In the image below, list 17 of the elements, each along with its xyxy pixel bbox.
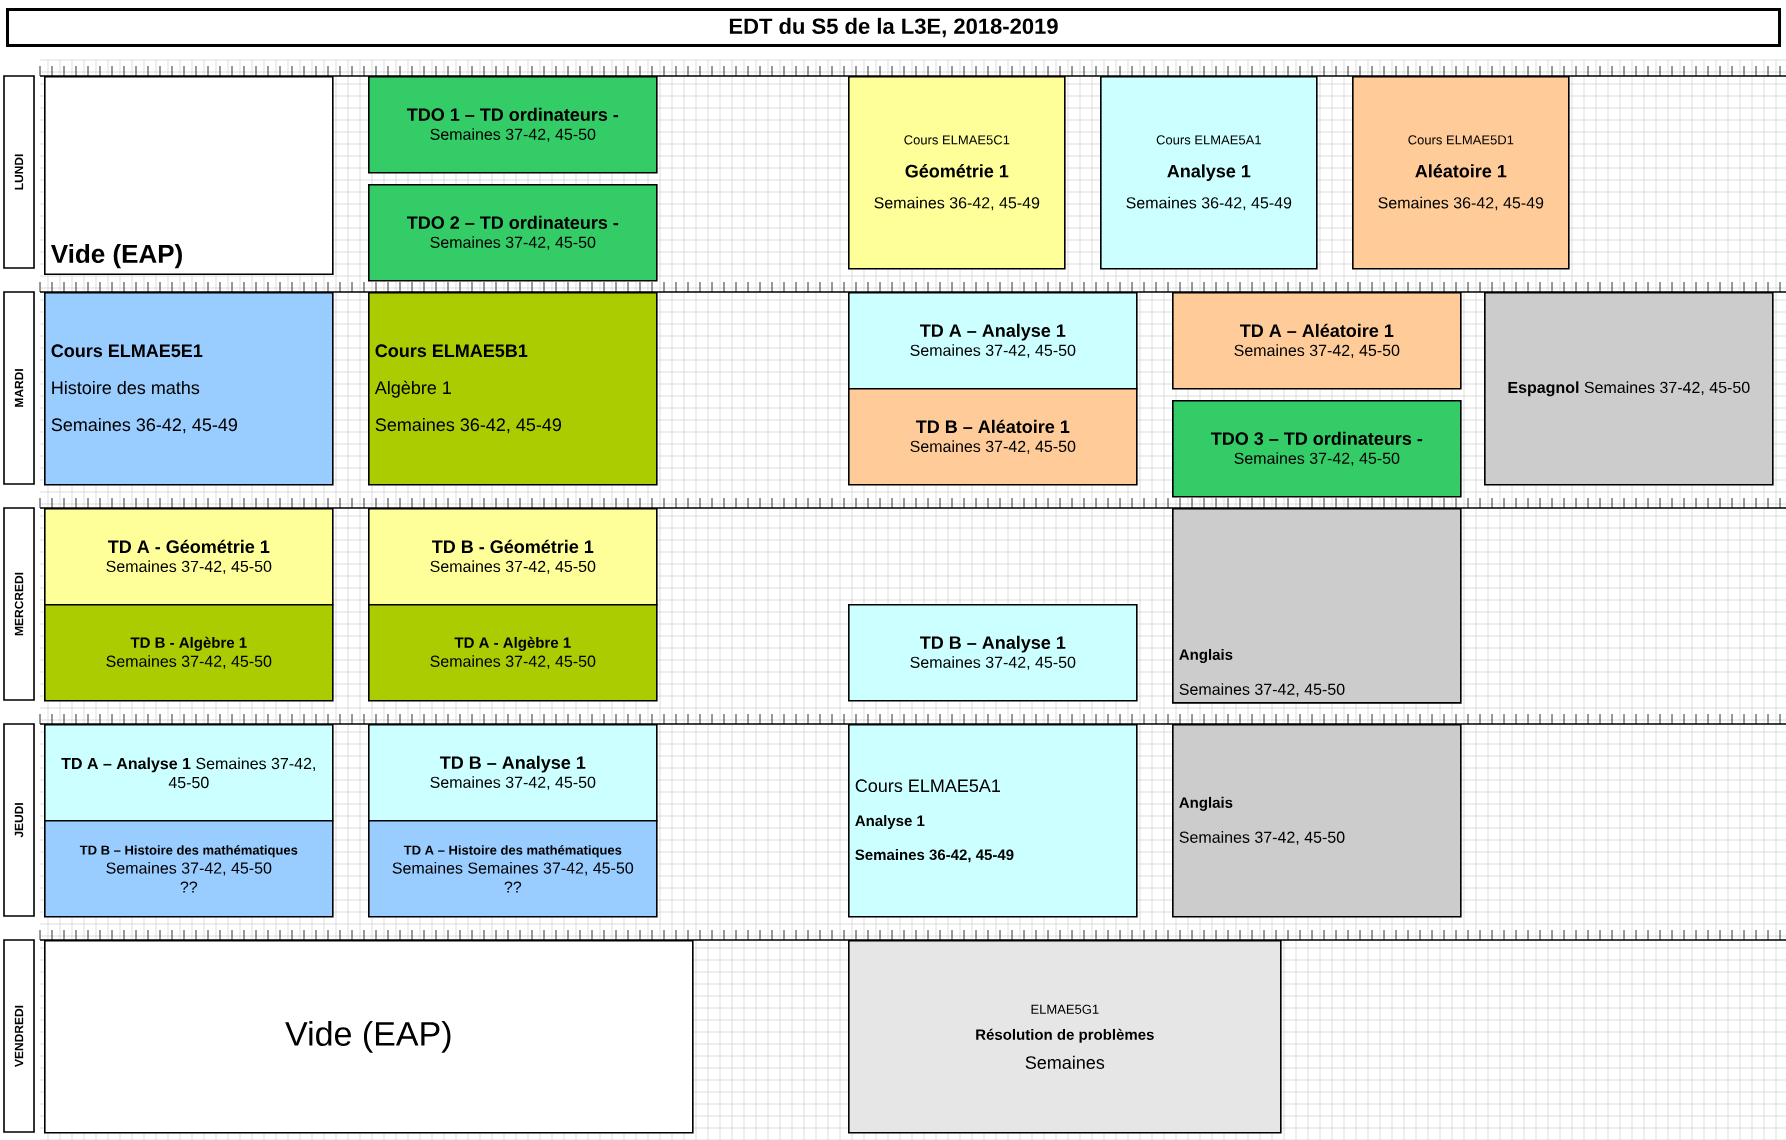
course-box: TDO 3 – TD ordinateurs - Semaines 37-42, 45-50 (1172, 400, 1462, 498)
course-box: TD A – Analyse 1 Semaines 37-42, 45-50 (848, 292, 1138, 390)
course-box: TD A - Géométrie 1 Semaines 37-42, 45-50 (44, 508, 334, 606)
course-box: TD B – Analyse 1 Semaines 37-42, 45-50 (368, 724, 658, 822)
course-box: TD B - Géométrie 1 Semaines 37-42, 45-50 (368, 508, 658, 606)
course-box: Cours ELMAE5E1 Histoire des maths Semaines 36-42, 45-49 (44, 292, 334, 486)
course-box: TDO 2 – TD ordinateurs - Semaines 37-42, 45-50 (368, 184, 658, 282)
empty-slot-box: Vide (EAP) (44, 76, 334, 275)
title-bar: EDT du S5 de la L3E, 2018-2019 (6, 8, 1782, 47)
course-box: TD A – Analyse 1 Semaines 37-42, 45-50 (44, 724, 334, 822)
course-box: Cours ELMAE5B1 Algèbre 1 Semaines 36-42, 45-49 (368, 292, 658, 486)
empty-slot-box: Vide (EAP) (44, 940, 694, 1134)
course-box: Espagnol Semaines 37-42, 45-50 (1484, 292, 1774, 486)
course-box: TD B – Aléatoire 1 Semaines 37-42, 45-50 (848, 388, 1138, 486)
course-box: TDO 1 – TD ordinateurs - Semaines 37-42, 45-50 (368, 76, 658, 174)
course-box: TD B – Analyse 1 Semaines 37-42, 45-50 (848, 604, 1138, 702)
course-box: TD A – Aléatoire 1 Semaines 37-42, 45-50 (1172, 292, 1462, 390)
